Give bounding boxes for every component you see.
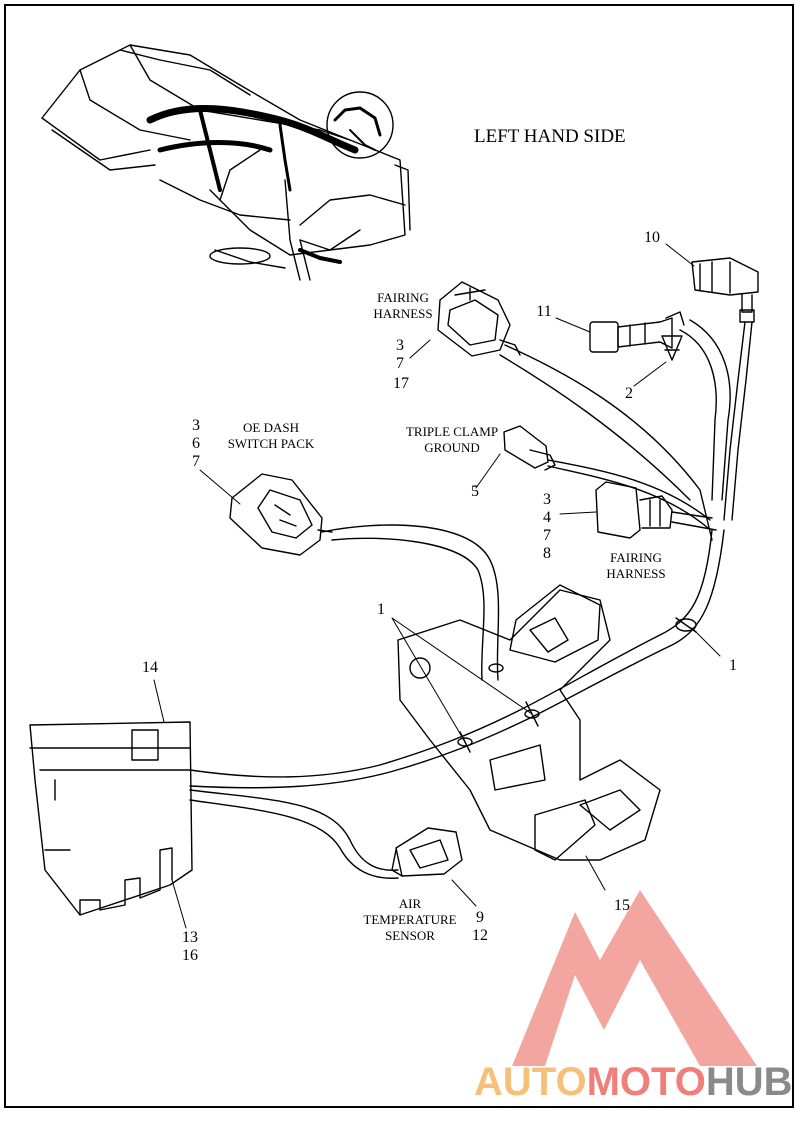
callout-1-left: 1 (377, 601, 385, 618)
ref-left-module-1: 13 (182, 929, 198, 946)
page-title: LEFT HAND SIDE (474, 126, 626, 147)
callout-15: 15 (614, 897, 630, 914)
ref-oe-dash-2: 6 (192, 435, 200, 452)
triple-clamp-label: TRIPLE CLAMP GROUND (400, 424, 504, 456)
ref-fairing-top-1: 3 (396, 337, 404, 354)
callout-1-right: 1 (729, 657, 737, 674)
frame-overview-illustration (41, 44, 411, 281)
fairing-harness-right-label: FAIRING HARNESS (598, 550, 674, 582)
ref-oe-dash-1: 3 (192, 417, 200, 434)
label-line: FAIRING (610, 550, 662, 565)
label-line: HARNESS (373, 306, 433, 321)
label-line: OE DASH (243, 420, 299, 435)
callout-11: 11 (536, 303, 552, 320)
watermark-moto: MOTO (586, 1060, 706, 1104)
ref-left-module-2: 16 (182, 947, 198, 964)
watermark-wordmark: AUTOMOTOHUB (474, 1060, 793, 1104)
ref-oe-dash-3: 7 (192, 453, 200, 470)
label-line: SWITCH PACK (227, 436, 315, 451)
oe-dash-connector (229, 473, 333, 556)
fairing-harness-connector-top (437, 281, 521, 357)
ref-fairing-right-4: 8 (543, 545, 551, 562)
air-temperature-sensor-connector (391, 827, 463, 877)
callout-leaders (153, 243, 721, 929)
ref-fairing-top-2: 7 (396, 355, 404, 372)
harness-wires (189, 319, 753, 879)
mounting-bracket (397, 584, 661, 861)
label-line: FAIRING (377, 290, 429, 305)
label-line: GROUND (424, 440, 480, 455)
watermark-auto: AUTO (474, 1060, 587, 1104)
label-line: AIR (398, 896, 422, 911)
callout-5: 5 (471, 483, 479, 500)
callout-10: 10 (644, 229, 660, 246)
label-line: SENSOR (385, 928, 435, 943)
ref-air-temp-1: 9 (476, 909, 484, 926)
ref-fairing-right-3: 7 (543, 527, 551, 544)
callout-2: 2 (625, 385, 633, 402)
diagram-frame (4, 4, 794, 1108)
ref-fairing-right-1: 3 (543, 491, 551, 508)
oe-dash-label: OE DASH SWITCH PACK (216, 420, 326, 452)
fairing-harness-connector-right (595, 481, 673, 539)
ref-fairing-right-2: 4 (543, 509, 551, 526)
left-module (29, 721, 193, 916)
ref-fairing-top-3: 17 (393, 375, 409, 392)
connector-10 (691, 257, 759, 323)
watermark-logo-mark (512, 890, 757, 1066)
label-line: TEMPERATURE (363, 912, 457, 927)
label-line: HARNESS (606, 566, 666, 581)
watermark-hub: HUB (705, 1060, 793, 1104)
callout-14: 14 (142, 659, 158, 676)
air-temperature-sensor-label: AIR TEMPERATURE SENSOR (360, 896, 460, 944)
ref-air-temp-2: 12 (472, 927, 488, 944)
connector-11-and-clip-2 (589, 311, 685, 361)
triple-clamp-ground-connector (503, 425, 556, 471)
fairing-harness-top-label: FAIRING HARNESS (368, 290, 438, 322)
label-line: TRIPLE CLAMP (405, 424, 499, 439)
